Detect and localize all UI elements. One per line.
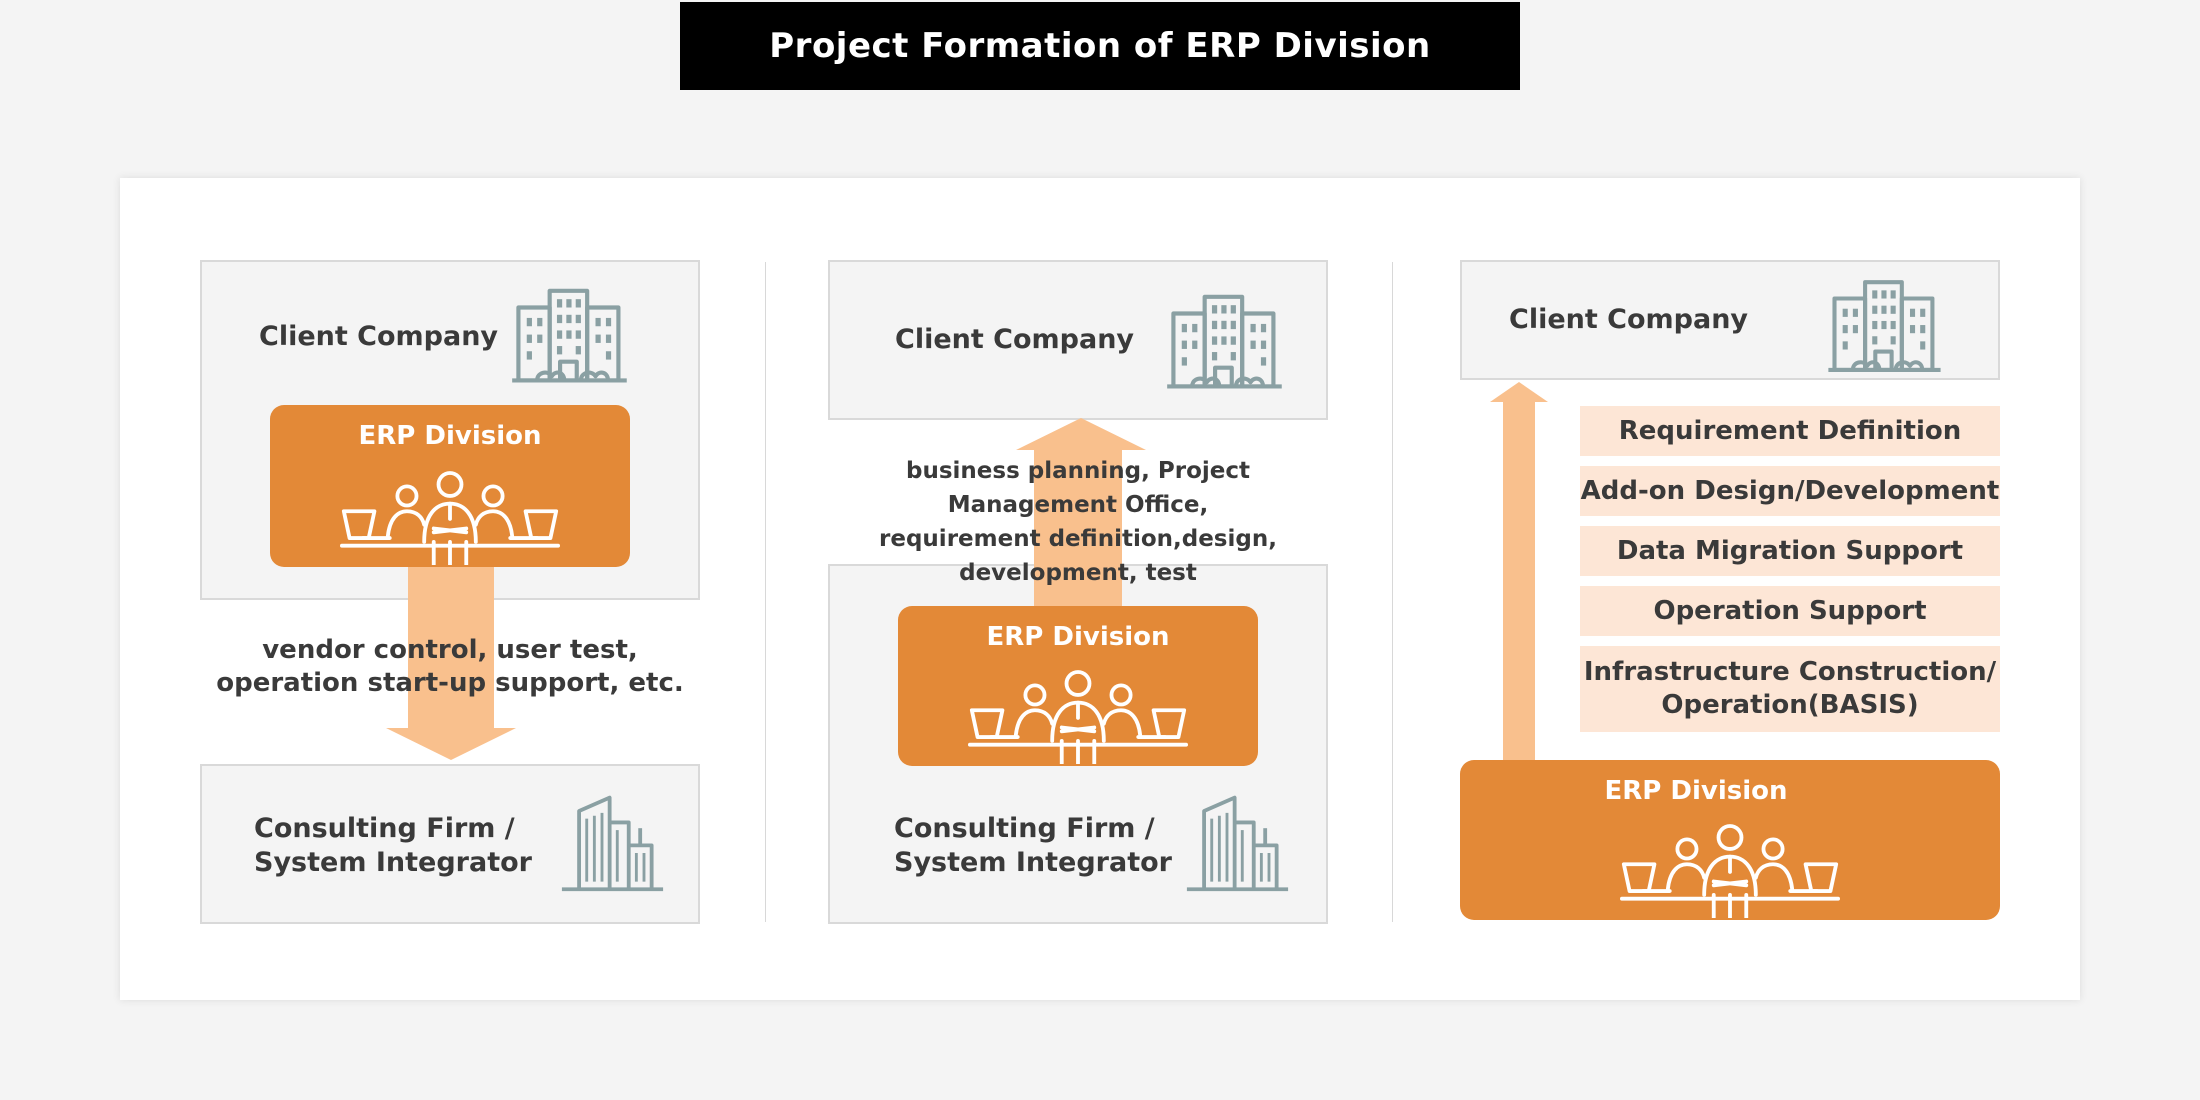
panel2-caption-line2: requirement definition,design, [879,526,1277,552]
title-banner: Project Formation of ERP Division [680,2,1520,90]
panel2-caption-line3: development, test [959,560,1197,586]
panel1-client-company-label: Client Company [259,321,499,352]
office-building-icon [508,280,633,385]
panel1-consulting-firm-label: Consulting Firm / System Integrator [254,812,532,880]
column-divider [765,262,766,922]
task-item: Operation Support [1580,586,2000,636]
task-item: Infrastructure Construction/ Operation(B… [1580,646,2000,732]
panel1-consult-line1: Consulting Firm / [254,813,515,844]
panel1-down-arrow-shaft [408,562,494,730]
panel1-caption-line2: operation start-up support, etc. [216,668,684,698]
panel1-caption: vendor control, user test, operation sta… [200,634,700,700]
panel3-erp-division-box: ERP Division [1460,760,2000,920]
panel2-client-company-box [828,260,1328,420]
task-item: Requirement Definition [1580,406,2000,456]
panel3-client-company-box [1460,260,2000,380]
task-item-line2: Operation(BASIS) [1661,690,1919,720]
office-tower-icon [1185,790,1290,895]
panel2-caption: business planning, Project Management Of… [820,454,1336,590]
team-icon [1620,822,1840,918]
panel1-erp-division-label: ERP Division [358,421,542,451]
panel2-client-company-label: Client Company [895,324,1135,355]
page-title: Project Formation of ERP Division [769,26,1431,66]
column-divider [1392,262,1393,922]
task-item-line1: Infrastructure Construction/ [1583,657,1997,687]
panel3-erp-division-label: ERP Division [1604,776,1788,806]
office-building-icon [1823,272,1948,374]
panel2-caption-line1: business planning, Project Management Of… [906,458,1250,518]
team-icon [340,469,560,565]
panel3-up-arrow-shaft [1503,401,1535,763]
panel1-down-arrow-head [386,728,516,760]
panel3-up-arrow-head [1490,382,1548,402]
task-item: Data Migration Support [1580,526,2000,576]
panel3-client-company-label: Client Company [1509,304,1749,335]
panel2-up-arrow-shaft [1034,449,1122,609]
panel2-consulting-firm-label: Consulting Firm / System Integrator [894,812,1172,880]
team-icon [968,668,1188,764]
panel2-erp-division-label: ERP Division [986,622,1170,652]
panel2-up-arrow-head [1016,418,1146,450]
task-item: Add-on Design/Development [1580,466,2000,516]
panel1-consult-line2: System Integrator [254,847,532,878]
panel2-erp-division-box: ERP Division [898,606,1258,766]
panel2-consult-line2: System Integrator [894,847,1172,878]
panel1-caption-line1: vendor control, user test, [262,635,638,665]
panel2-consult-line1: Consulting Firm / [894,813,1155,844]
panel1-erp-division-box: ERP Division [270,405,630,567]
office-tower-icon [560,790,665,895]
office-building-icon [1163,286,1288,391]
